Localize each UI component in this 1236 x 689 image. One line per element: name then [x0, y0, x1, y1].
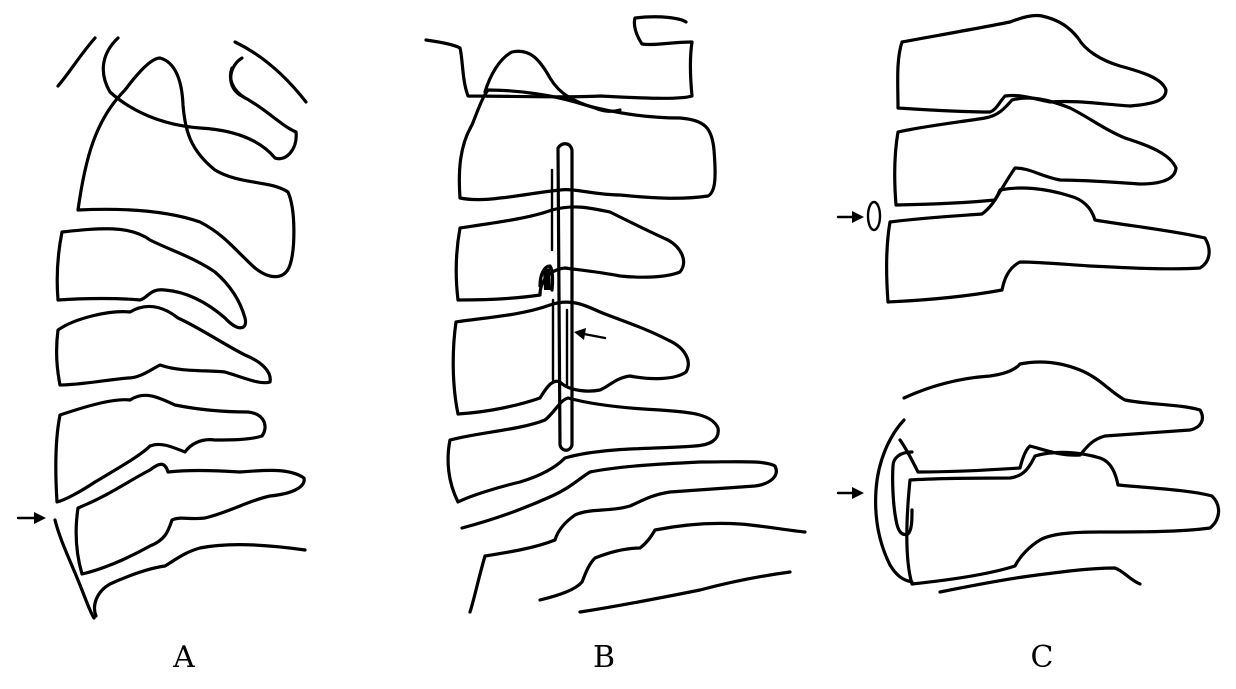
panel-a-c2-vertebra — [76, 56, 296, 279]
panel-b-c7-lower-curve — [578, 570, 792, 614]
panel-c-bone-fragment — [866, 200, 882, 232]
panel-b-spinal-rod — [556, 142, 574, 452]
panel-c-drawing — [836, 13, 1221, 594]
panel-c-vertebra-2 — [893, 96, 1178, 207]
panel-b-c5-vertebra — [446, 396, 720, 504]
panel-a-c4-vertebra — [55, 304, 272, 387]
panel-a-atlas-arch — [228, 66, 247, 100]
panel-c-vertebra-3 — [885, 186, 1211, 304]
panel-a-occipital-curve-3 — [233, 40, 308, 104]
panel-c-vertebra-5 — [905, 450, 1221, 586]
panel-c-anterior-curve — [874, 418, 914, 584]
panel-c-arrowhead-top — [852, 211, 864, 223]
panel-c-bottom-curve — [938, 566, 1142, 594]
panel-a-c7-curve — [92, 543, 307, 618]
panel-b-skull-line — [424, 15, 694, 100]
panel-b-dens — [483, 49, 622, 113]
panel-b-arrowhead — [574, 328, 586, 340]
panel-b-fracture-fill — [543, 268, 551, 290]
panel-b-fracture-mark — [538, 264, 555, 292]
panel-b-drawing — [424, 15, 807, 614]
panel-a-anterior-contour — [53, 518, 96, 620]
panel-c-label: C — [1030, 640, 1054, 675]
panel-a-occipital-curve — [56, 36, 97, 88]
panel-a-arrowhead — [34, 512, 46, 524]
panel-c-arrowhead-bottom — [852, 487, 864, 499]
panel-a-label: A — [173, 640, 195, 675]
panel-c-vertebra-1 — [896, 13, 1168, 114]
panel-a-c5-vertebra — [54, 393, 267, 504]
panel-a-c3-vertebra — [55, 227, 248, 330]
panel-b-label: B — [592, 640, 616, 675]
panel-b-c6-vertebra — [460, 460, 778, 614]
panel-c-graft-bracket — [891, 450, 914, 537]
panel-c-vertebra-4 — [898, 360, 1204, 474]
panel-b-c4-vertebra — [451, 300, 690, 416]
panel-a-occipital-curve-2 — [101, 36, 298, 161]
panel-a-c6-vertebra — [74, 462, 306, 576]
panel-b-arrow-shaft — [582, 332, 607, 340]
panel-b-c2-vertebra — [457, 88, 717, 202]
panel-b-c7-curve — [538, 521, 807, 602]
panel-b-c3-vertebra — [454, 205, 686, 302]
panel-a-drawing — [16, 36, 308, 620]
